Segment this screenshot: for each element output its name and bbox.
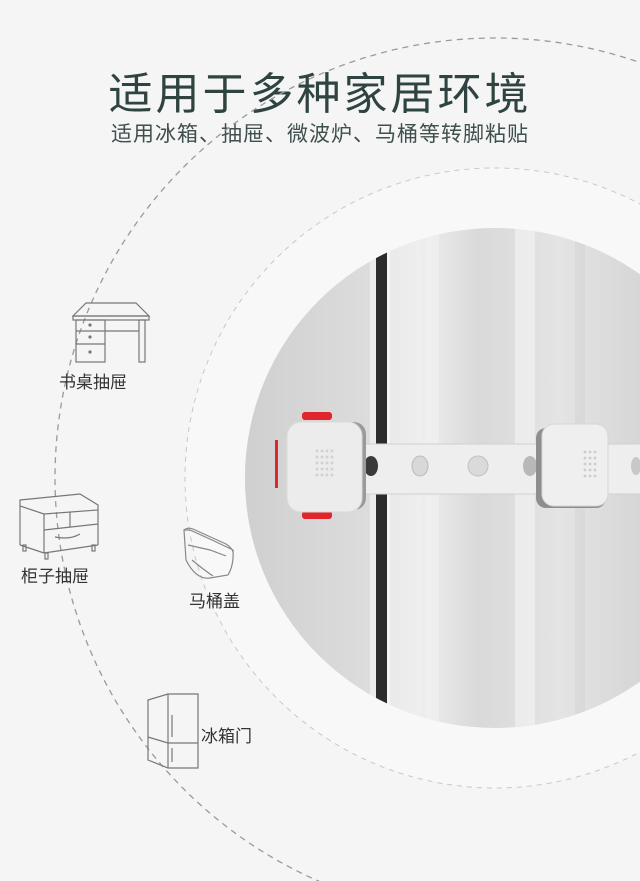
toilet-icon [183, 527, 234, 579]
scenario-label-toilet-lid: 马桶盖 [189, 592, 240, 612]
lock-left [275, 412, 366, 519]
fridge-icon [147, 693, 199, 769]
page-subtitle: 适用冰箱、抽屉、微波炉、马桶等转脚粘贴 [111, 122, 529, 146]
scenario-label-desk-drawer: 书桌抽屉 [59, 373, 127, 393]
page-title: 适用于多种家居环境 [108, 69, 532, 120]
scenario-label-cabinet-drawer: 柜子抽屉 [21, 567, 89, 587]
outer-dashed-ring [54, 37, 640, 881]
inner-dashed-ring [184, 167, 640, 789]
lock-right [536, 423, 609, 508]
desk-icon [71, 302, 151, 363]
cabinet-icon [19, 493, 99, 560]
scenario-label-fridge-door: 冰箱门 [201, 727, 252, 747]
